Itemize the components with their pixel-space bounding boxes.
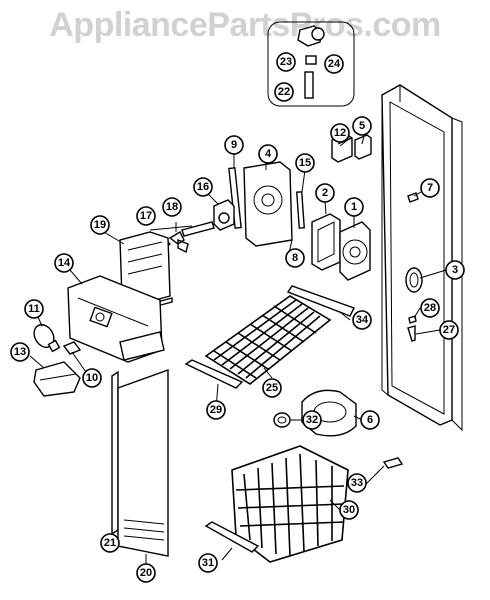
callout-29: 29 — [206, 400, 226, 420]
callout-23: 23 — [276, 52, 296, 72]
callout-28: 28 — [420, 298, 440, 318]
svg-text:9: 9 — [231, 139, 237, 151]
cover-panels-20-21 — [111, 369, 169, 557]
svg-text:4: 4 — [265, 148, 272, 160]
svg-text:22: 22 — [278, 86, 290, 98]
callout-33: 33 — [347, 473, 367, 493]
svg-text:28: 28 — [424, 302, 436, 314]
svg-text:33: 33 — [351, 477, 363, 489]
callout-13: 13 — [10, 342, 30, 362]
svg-text:7: 7 — [427, 182, 433, 194]
cabinet-liner — [381, 84, 463, 432]
callout-24: 24 — [324, 54, 344, 74]
wire-basket-30 — [204, 445, 404, 563]
fan-housing-parts — [311, 213, 371, 281]
svg-text:25: 25 — [266, 382, 278, 394]
callout-30: 30 — [339, 500, 359, 520]
callout-15: 15 — [295, 153, 315, 173]
svg-text:14: 14 — [58, 257, 71, 269]
callout-22: 22 — [274, 82, 294, 102]
svg-text:11: 11 — [28, 303, 40, 315]
svg-text:1: 1 — [351, 201, 357, 213]
callout-2: 2 — [315, 183, 335, 203]
callout-7: 7 — [420, 178, 440, 198]
callout-4: 4 — [258, 144, 278, 164]
svg-text:20: 20 — [140, 567, 152, 579]
svg-text:10: 10 — [86, 372, 98, 384]
callout-12: 12 — [330, 123, 350, 143]
callout-14: 14 — [54, 253, 74, 273]
callout-27: 27 — [439, 320, 459, 340]
svg-text:17: 17 — [140, 210, 152, 222]
evaporator-cover-4 — [228, 161, 293, 247]
svg-text:29: 29 — [210, 404, 222, 416]
svg-text:18: 18 — [166, 201, 178, 213]
svg-text:6: 6 — [367, 414, 373, 426]
callout-11: 11 — [24, 299, 44, 319]
svg-text:34: 34 — [356, 314, 369, 326]
svg-text:24: 24 — [328, 58, 341, 70]
svg-text:15: 15 — [299, 157, 311, 169]
svg-text:13: 13 — [14, 346, 26, 358]
svg-text:8: 8 — [292, 252, 298, 264]
callout-3: 3 — [445, 260, 465, 280]
callout-18: 18 — [162, 197, 182, 217]
callout-17: 17 — [136, 206, 156, 226]
callout-21: 21 — [100, 533, 120, 553]
svg-text:27: 27 — [443, 324, 455, 336]
callout-5: 5 — [352, 116, 372, 136]
svg-text:30: 30 — [343, 504, 355, 516]
svg-text:3: 3 — [452, 264, 458, 276]
wire-shelf-25 — [184, 285, 355, 389]
callout-10: 10 — [82, 368, 102, 388]
callout-25: 25 — [262, 378, 282, 398]
callout-19: 19 — [90, 215, 110, 235]
svg-text:19: 19 — [94, 219, 106, 231]
svg-text:31: 31 — [202, 557, 214, 569]
callout-31: 31 — [198, 553, 218, 573]
leader-lines — [29, 135, 447, 570]
callout-1: 1 — [344, 197, 364, 217]
callout-20: 20 — [136, 563, 156, 583]
bulb-socket-cover — [33, 323, 82, 397]
svg-text:23: 23 — [280, 56, 292, 68]
inset-box — [267, 21, 355, 107]
callout-34: 34 — [352, 310, 372, 330]
callout-16: 16 — [193, 177, 213, 197]
svg-text:12: 12 — [334, 127, 346, 139]
callout-9: 9 — [224, 135, 244, 155]
panel-14 — [67, 275, 165, 363]
callout-8: 8 — [285, 248, 305, 268]
callout-6: 6 — [360, 410, 380, 430]
svg-text:21: 21 — [104, 537, 116, 549]
svg-text:16: 16 — [197, 181, 209, 193]
svg-text:5: 5 — [359, 120, 365, 132]
svg-text:2: 2 — [322, 187, 328, 199]
svg-text:32: 32 — [306, 414, 318, 426]
callout-32: 32 — [302, 410, 322, 430]
